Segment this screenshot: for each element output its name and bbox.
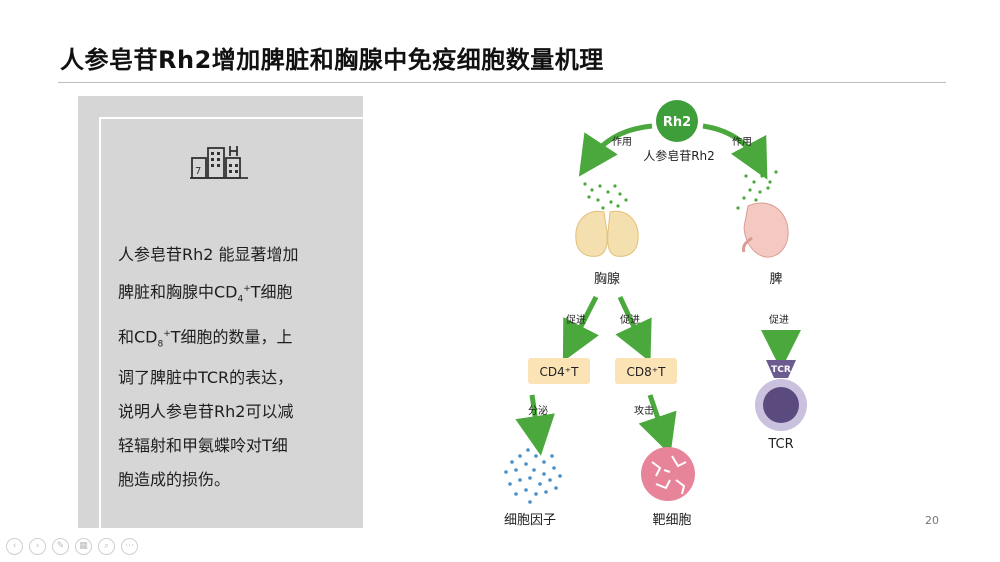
- slide-title: 人参皂苷Rh2增加脾脏和胸腺中免疫细胞数量机理: [60, 46, 604, 74]
- panel-text-line: 人参皂苷Rh2 能显著增加: [118, 245, 299, 264]
- thymus-label: 胸腺: [594, 272, 620, 287]
- action-label-right: 作用: [732, 136, 752, 148]
- attack-label: 攻击: [634, 404, 654, 417]
- panel-text-line: 说明人参皂苷Rh2可以减: [118, 402, 294, 422]
- rh2-label: Rh2: [663, 115, 691, 130]
- panel-text-line: 轻辐射和甲氨蝶呤对T细: [118, 436, 288, 456]
- cytokine-label: 细胞因子: [504, 513, 556, 528]
- target-label: 靶细胞: [652, 513, 691, 528]
- tcr-cell-inner: [763, 387, 799, 423]
- promote-label-3: 促进: [769, 313, 789, 326]
- next-slide-icon[interactable]: ›: [29, 538, 46, 555]
- spleen-vessel: [742, 236, 753, 253]
- tcr-label: TCR: [767, 437, 793, 452]
- slides-grid-icon[interactable]: ▦: [75, 538, 92, 555]
- cytokine-cluster: [504, 448, 562, 504]
- slideshow-toolbar: ‹ › ✎ ▦ ⌕ ⋯: [6, 538, 138, 555]
- cd4-label: CD4⁺T: [540, 365, 580, 379]
- target-cell: [641, 447, 695, 501]
- panel-text-line: 和CD8+T细胞的数量，上: [118, 326, 293, 350]
- arrow-cd8-to-target: [638, 394, 677, 455]
- promote-label-2: 促进: [620, 313, 640, 326]
- tcr-receptor: [766, 360, 796, 378]
- cd8-box: [615, 358, 677, 384]
- rh2-circle: [656, 100, 698, 142]
- arrow-thymus-to-cd4: [562, 295, 599, 362]
- panel-text-line: 调了脾脏中TCR的表达，: [118, 368, 294, 388]
- tcr-badge-label: TCR: [771, 365, 791, 375]
- promote-label-1: 促进: [566, 313, 586, 326]
- info-panel-frame: [99, 117, 386, 549]
- thymus-organ: [575, 210, 639, 257]
- arrow-cd4-to-cytokine: [515, 394, 555, 456]
- building-city-icon: 7: [190, 146, 248, 179]
- panel-text-line: 胞造成的损伤。: [118, 470, 231, 490]
- spleen-label: 脾: [769, 272, 782, 287]
- svg-text:7: 7: [195, 166, 201, 177]
- zoom-icon[interactable]: ⌕: [98, 538, 115, 555]
- previous-slide-icon[interactable]: ‹: [6, 538, 23, 555]
- spleen-organ: [743, 202, 789, 258]
- pen-icon[interactable]: ✎: [52, 538, 69, 555]
- info-panel-background: [78, 96, 363, 528]
- more-options-icon[interactable]: ⋯: [121, 538, 138, 555]
- rh2-particles-right: [736, 170, 778, 210]
- target-cell-texture: [651, 455, 687, 495]
- arrow-thymus-to-cd8: [615, 295, 652, 363]
- arrow-rh2-to-spleen: [702, 123, 768, 180]
- panel-text-line: 脾脏和胸腺中CD4+T细胞: [118, 282, 293, 305]
- secrete-label: 分泌: [528, 404, 548, 417]
- rh2-particles-left: [583, 182, 628, 210]
- panel-description: 人参皂苷Rh2 能显著增加 脾脏和胸腺中CD4+T细胞 和CD8+T细胞的数量，…: [118, 238, 350, 497]
- action-label-left: 作用: [612, 136, 632, 148]
- cd4-box: [528, 358, 590, 384]
- rh2-name: 人参皂苷Rh2: [643, 148, 715, 163]
- page-number: 20: [925, 514, 939, 527]
- title-divider: [58, 82, 946, 83]
- cd8-label: CD8⁺T: [627, 365, 667, 379]
- arrow-rh2-to-thymus: [578, 123, 653, 177]
